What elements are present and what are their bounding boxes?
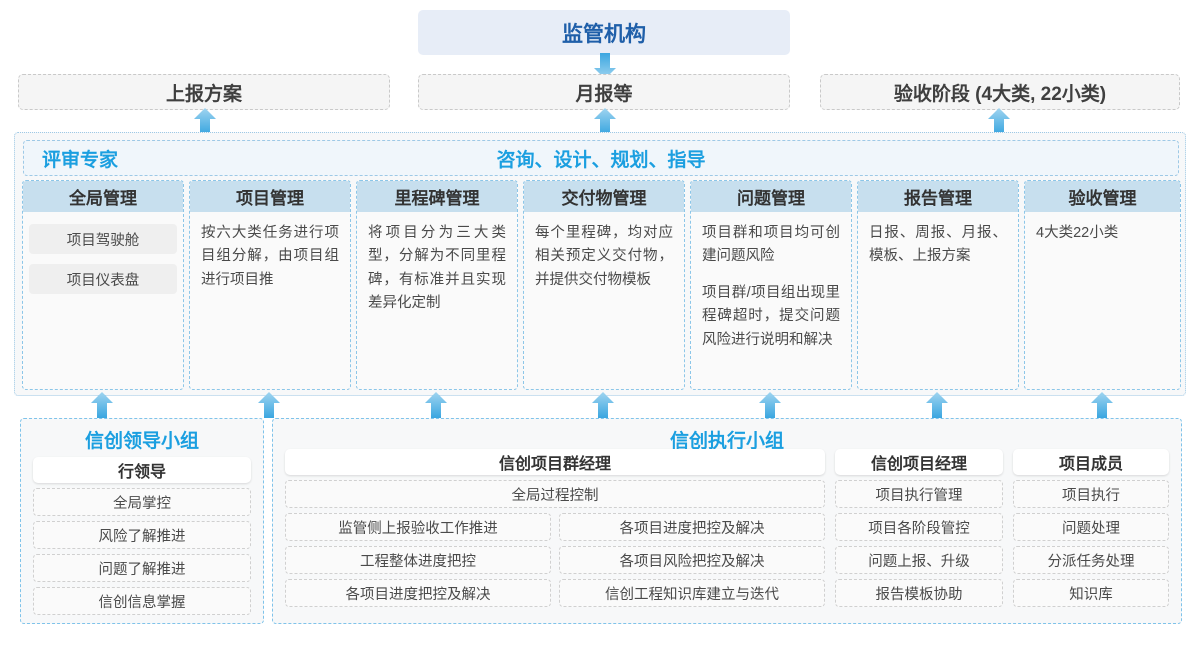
role-column-project-manager: 信创项目经理 项目执行管理 项目各阶段管控 问题上报、升级 报告模板协助 (835, 449, 1003, 607)
role-item[interactable]: 报告模板协助 (835, 579, 1003, 607)
role-item[interactable]: 监管侧上报验收工作推进 (285, 513, 551, 541)
role-head-bank-leader[interactable]: 行领导 (33, 457, 251, 483)
regulator-label: 监管机构 (562, 22, 646, 46)
column-title: 全局管理 (23, 181, 183, 212)
executive-group-title: 信创执行小组 (669, 431, 784, 452)
column-text: 项目群和项目均可创建问题风险 (702, 225, 840, 265)
role-item[interactable]: 知识库 (1013, 579, 1169, 607)
column-chip[interactable]: 项目仪表盘 (29, 264, 177, 294)
column-title: 问题管理 (691, 181, 851, 212)
arrow-up-icon (194, 108, 216, 134)
column-card-report[interactable]: 报告管理 日报、周报、月报、模板、上报方案 (857, 180, 1019, 390)
role-item[interactable]: 问题处理 (1013, 513, 1169, 541)
banner-left-label: 评审专家 (42, 149, 119, 171)
role-column-program-manager: 信创项目群经理 全局过程控制 监管侧上报验收工作推进 工程整体进度把控 各项目进… (285, 449, 825, 607)
role-item-full[interactable]: 全局过程控制 (285, 480, 825, 508)
arrow-up-icon (594, 108, 616, 134)
column-text: 按六大类任务进行项目组分解，由项目组进行项目推 (201, 225, 339, 288)
role-column-member: 项目成员 项目执行 问题处理 分派任务处理 知识库 (1013, 449, 1169, 607)
role-item[interactable]: 全局掌控 (33, 488, 251, 516)
submission-box-3: 验收阶段 (4大类, 22小类) (820, 74, 1180, 110)
column-card-global[interactable]: 全局管理 项目驾驶舱 项目仪表盘 (22, 180, 184, 390)
role-item[interactable]: 工程整体进度把控 (285, 546, 551, 574)
regulator-box: 监管机构 (418, 10, 790, 55)
arrow-up-icon (258, 392, 280, 418)
role-head-member[interactable]: 项目成员 (1013, 449, 1169, 475)
arrow-up-icon (594, 53, 616, 79)
arrow-up-icon (592, 392, 614, 418)
leading-group-box: 信创领导小组 行领导 全局掌控 风险了解推进 问题了解推进 信创信息掌握 (20, 418, 264, 624)
column-title: 里程碑管理 (357, 181, 517, 212)
role-item[interactable]: 风险了解推进 (33, 521, 251, 549)
column-title: 交付物管理 (524, 181, 684, 212)
role-item[interactable]: 问题了解推进 (33, 554, 251, 582)
column-text: 将项目分为三大类型，分解为不同里程碑，有标准并且实现差异化定制 (368, 225, 506, 312)
arrow-up-icon (1091, 392, 1113, 418)
column-title: 验收管理 (1025, 181, 1180, 212)
submission-label-3: 验收阶段 (4大类, 22小类) (893, 83, 1107, 105)
arrow-up-icon (759, 392, 781, 418)
banner-center-label: 咨询、设计、规划、指导 (496, 149, 706, 171)
arrow-up-icon (988, 108, 1010, 134)
column-card-milestone[interactable]: 里程碑管理 将项目分为三大类型，分解为不同里程碑，有标准并且实现差异化定制 (356, 180, 518, 390)
arrow-up-icon (926, 392, 948, 418)
arrow-up-icon (91, 392, 113, 418)
role-item[interactable]: 项目执行 (1013, 480, 1169, 508)
role-item[interactable]: 项目各阶段管控 (835, 513, 1003, 541)
submission-box-1: 上报方案 (18, 74, 390, 110)
executive-group-box: 信创执行小组 信创项目群经理 全局过程控制 监管侧上报验收工作推进 工程整体进度… (272, 418, 1182, 624)
submission-box-2: 月报等 (418, 74, 790, 110)
column-card-project[interactable]: 项目管理 按六大类任务进行项目组分解，由项目组进行项目推 (189, 180, 351, 390)
role-item[interactable]: 各项目进度把控及解决 (559, 513, 825, 541)
column-text: 4大类22小类 (1036, 225, 1119, 241)
column-title: 项目管理 (190, 181, 350, 212)
column-chip[interactable]: 项目驾驶舱 (29, 224, 177, 254)
role-head-project-manager[interactable]: 信创项目经理 (835, 449, 1003, 475)
role-item[interactable]: 问题上报、升级 (835, 546, 1003, 574)
column-text: 项目群/项目组出现里程碑超时，提交问题风险进行说明和解决 (702, 284, 840, 348)
leading-group-title: 信创领导小组 (84, 431, 199, 452)
column-text: 每个里程碑，均对应相关预定义交付物，并提供交付物模板 (535, 225, 673, 288)
role-head-program-manager[interactable]: 信创项目群经理 (285, 449, 825, 475)
role-item[interactable]: 各项目风险把控及解决 (559, 546, 825, 574)
column-card-issue[interactable]: 问题管理 项目群和项目均可创建问题风险 项目群/项目组出现里程碑超时，提交问题风… (690, 180, 852, 390)
role-item[interactable]: 分派任务处理 (1013, 546, 1169, 574)
role-item[interactable]: 信创工程知识库建立与迭代 (559, 579, 825, 607)
column-card-acceptance[interactable]: 验收管理 4大类22小类 (1024, 180, 1181, 390)
role-item[interactable]: 项目执行管理 (835, 480, 1003, 508)
submission-label-2: 月报等 (575, 83, 633, 105)
role-item[interactable]: 各项目进度把控及解决 (285, 579, 551, 607)
middle-banner: 评审专家 咨询、设计、规划、指导 (23, 140, 1179, 176)
column-text: 日报、周报、月报、模板、上报方案 (869, 225, 1007, 265)
column-title: 报告管理 (858, 181, 1018, 212)
submission-label-1: 上报方案 (165, 83, 242, 105)
column-card-deliverable[interactable]: 交付物管理 每个里程碑，均对应相关预定义交付物，并提供交付物模板 (523, 180, 685, 390)
arrow-up-icon (425, 392, 447, 418)
role-item[interactable]: 信创信息掌握 (33, 587, 251, 615)
